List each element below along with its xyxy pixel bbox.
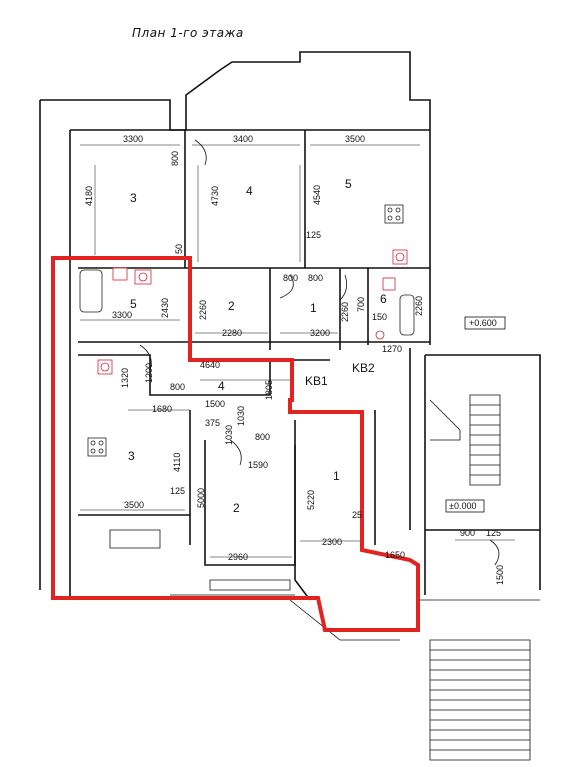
dimension-label: 1030 bbox=[236, 406, 246, 426]
dimension-label: 125 bbox=[170, 486, 185, 496]
sink-icon bbox=[375, 330, 385, 340]
dimension-label: 1590 bbox=[248, 460, 268, 470]
room-label: 5 bbox=[345, 177, 352, 191]
level-mark: ±0.000 bbox=[449, 501, 476, 511]
dimension-label: 25 bbox=[352, 510, 362, 520]
room-label: 4 bbox=[218, 379, 225, 393]
dimension-label: 800 bbox=[283, 273, 298, 283]
dimension-label: 4180 bbox=[84, 186, 94, 206]
dimension-label: 800 bbox=[170, 382, 185, 392]
room-label: 3 bbox=[128, 449, 135, 463]
stove-icon bbox=[384, 204, 404, 224]
dimension-label: 1270 bbox=[382, 344, 402, 354]
level-mark: +0.600 bbox=[469, 318, 497, 328]
room-label: 2 bbox=[228, 299, 235, 313]
plan-title: План 1-го этажа bbox=[132, 26, 244, 40]
level-marks: +0.600 ±0.000 bbox=[445, 316, 506, 513]
dimension-label: 900 bbox=[460, 528, 475, 538]
dimension-label: 1680 bbox=[152, 404, 172, 414]
staircase-lower bbox=[429, 639, 531, 761]
room-labels: 3 4 5 5 2 1 6 4 3 2 1 bbox=[128, 177, 387, 515]
dimension-label: 1500 bbox=[205, 399, 225, 409]
toilet-icon bbox=[382, 277, 396, 291]
bathtub-icon bbox=[399, 294, 415, 336]
dimension-label: 1030 bbox=[224, 425, 234, 445]
dimension-label: 50 bbox=[174, 244, 184, 254]
dimension-label: 5000 bbox=[196, 488, 206, 508]
fixtures bbox=[79, 204, 415, 457]
bathtub-icon bbox=[79, 269, 103, 313]
dimension-lines bbox=[80, 144, 515, 558]
dimension-label: 2430 bbox=[160, 298, 170, 318]
dimension-label: 800 bbox=[170, 151, 180, 166]
dimension-label: 3500 bbox=[124, 500, 144, 510]
dimension-labels: 3300 3400 3500 800 4180 4730 4540 125 50… bbox=[84, 134, 505, 585]
room-label: 6 bbox=[380, 292, 387, 306]
dimension-label: 3300 bbox=[112, 310, 132, 320]
dimension-label: 4540 bbox=[312, 185, 322, 205]
dimension-label: 5220 bbox=[306, 490, 316, 510]
dimension-label: 1500 bbox=[495, 565, 505, 585]
building-walls bbox=[39, 51, 541, 641]
tag-kb1: KB1 bbox=[305, 374, 328, 388]
door-swings bbox=[139, 139, 500, 566]
dimension-label: 2300 bbox=[322, 537, 342, 547]
dimension-label: 1320 bbox=[120, 368, 130, 388]
room-label: 2 bbox=[233, 501, 240, 515]
dimension-label: 3200 bbox=[310, 328, 330, 338]
room-label: 1 bbox=[333, 469, 340, 483]
toilet-icon bbox=[112, 267, 128, 281]
dimension-label: 2260 bbox=[198, 300, 208, 320]
dimension-label: 375 bbox=[205, 418, 220, 428]
dimension-label: 2960 bbox=[228, 552, 248, 562]
tag-kb2: KB2 bbox=[352, 361, 375, 375]
dimension-label: 3400 bbox=[233, 134, 253, 144]
room-label: 5 bbox=[130, 297, 137, 311]
dimension-label: 4110 bbox=[172, 453, 182, 472]
dimension-label: 2280 bbox=[222, 328, 242, 338]
dimension-label: 125 bbox=[306, 230, 321, 240]
dimension-label: 150 bbox=[372, 312, 387, 322]
dimension-label: 125 bbox=[486, 528, 501, 538]
dimension-label: 700 bbox=[356, 297, 366, 312]
room-label: 3 bbox=[130, 191, 137, 205]
room-label: 1 bbox=[310, 301, 317, 315]
dimension-label: 800 bbox=[308, 273, 323, 283]
room-label: 4 bbox=[246, 184, 253, 198]
dimension-label: 1650 bbox=[385, 550, 405, 560]
dimension-label: 800 bbox=[255, 432, 270, 442]
dimension-label: 3500 bbox=[345, 134, 365, 144]
dimension-label: 2260 bbox=[414, 296, 424, 316]
stove-icon bbox=[87, 437, 107, 457]
dimension-label: 3300 bbox=[123, 134, 143, 144]
staircase-upper bbox=[429, 394, 501, 486]
dimension-label: 1805 bbox=[264, 380, 274, 400]
dimension-label: 4640 bbox=[200, 360, 220, 370]
dimension-label: 4730 bbox=[210, 186, 220, 206]
highlighted-premises-outline bbox=[51, 256, 420, 632]
dimension-label: 2260 bbox=[340, 302, 350, 322]
dimension-label: 1200 bbox=[144, 363, 154, 383]
